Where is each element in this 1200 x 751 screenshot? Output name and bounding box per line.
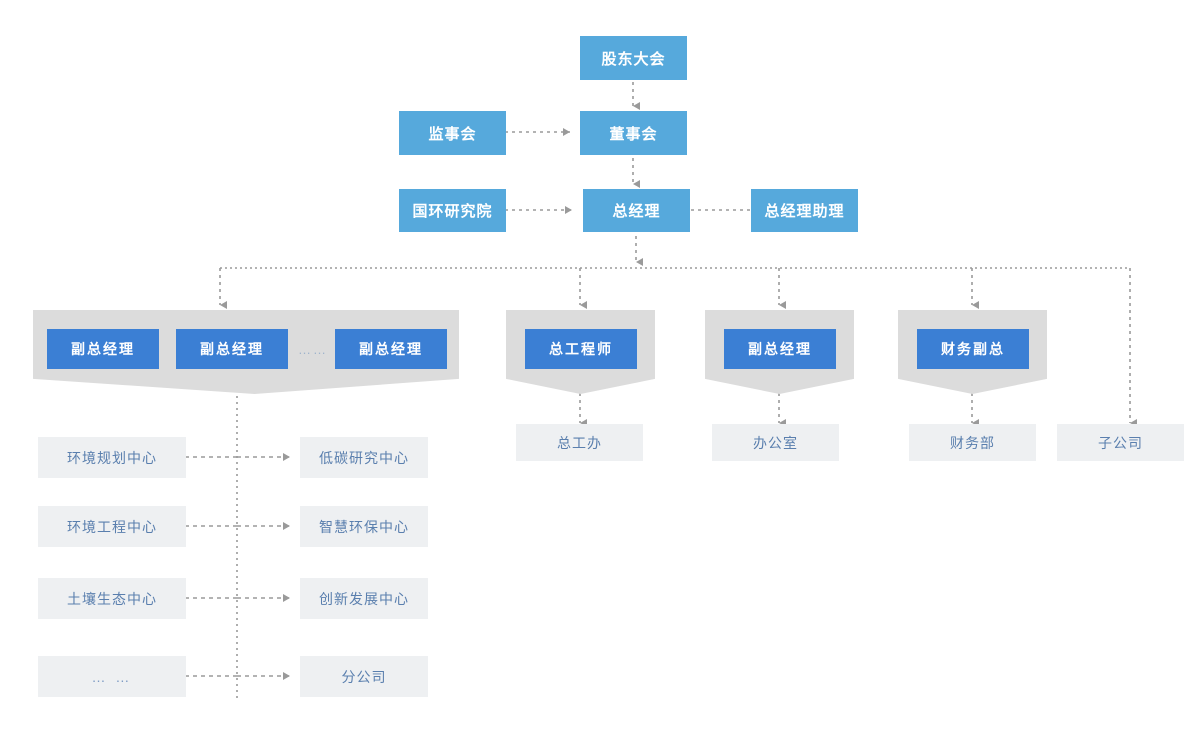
node-supervisors[interactable]: 监事会 <box>399 111 506 155</box>
node-innovation[interactable]: 创新发展中心 <box>300 578 428 619</box>
node-smart-env[interactable]: 智慧环保中心 <box>300 506 428 547</box>
node-vice-gm-3[interactable]: 副总经理 <box>335 329 447 369</box>
node-vice-gm-4[interactable]: 副总经理 <box>724 329 836 369</box>
node-soil-ecology[interactable]: 土壤生态中心 <box>38 578 186 619</box>
node-chief-engineer-office[interactable]: 总工办 <box>516 424 643 461</box>
node-branch-company[interactable]: 分公司 <box>300 656 428 697</box>
node-vice-gm-2[interactable]: 副总经理 <box>176 329 288 369</box>
node-more-left[interactable]: … … <box>38 656 186 697</box>
node-env-engineering[interactable]: 环境工程中心 <box>38 506 186 547</box>
node-gm-assistant[interactable]: 总经理助理 <box>751 189 858 232</box>
node-research-institute[interactable]: 国环研究院 <box>399 189 506 232</box>
node-env-planning[interactable]: 环境规划中心 <box>38 437 186 478</box>
node-shareholders[interactable]: 股东大会 <box>580 36 687 80</box>
node-subsidiary[interactable]: 子公司 <box>1057 424 1184 461</box>
node-general-manager[interactable]: 总经理 <box>583 189 690 232</box>
node-finance-dept[interactable]: 财务部 <box>909 424 1036 461</box>
node-vice-gm-1[interactable]: 副总经理 <box>47 329 159 369</box>
node-finance-vp[interactable]: 财务副总 <box>917 329 1029 369</box>
node-board[interactable]: 董事会 <box>580 111 687 155</box>
node-admin-office[interactable]: 办公室 <box>712 424 839 461</box>
vice-gm-ellipsis: …… <box>298 341 328 357</box>
node-chief-engineer[interactable]: 总工程师 <box>525 329 637 369</box>
node-low-carbon[interactable]: 低碳研究中心 <box>300 437 428 478</box>
